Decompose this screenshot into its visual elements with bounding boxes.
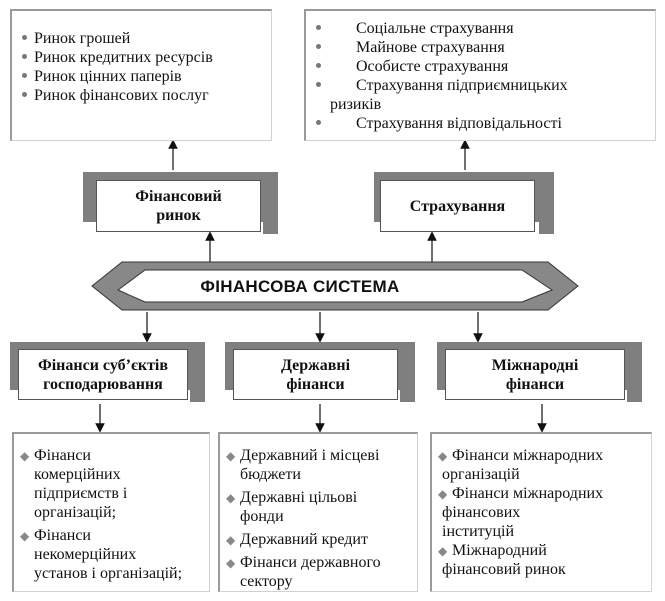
list-item-continuation: некомерційних: [34, 546, 137, 563]
list-item: Соціальне страхування: [316, 19, 647, 38]
list-item: ◆Фінанси міжнародних: [438, 447, 604, 464]
list-item: ◆Державні цільові: [226, 489, 358, 506]
list-item-continuation: підприємств і: [34, 485, 128, 502]
list-item: Майнове страхування: [316, 38, 647, 57]
list-item-continuation: фінансовий ринок: [442, 561, 566, 578]
bullet-icon: [22, 54, 27, 59]
list-item: Ринок цінних паперів: [22, 67, 263, 86]
state-finance-heading: Державні фінанси: [225, 342, 415, 402]
list-item: Страхування підприємницьких: [316, 76, 647, 95]
diamond-bullet-icon: ◆: [438, 487, 448, 501]
bullet-icon: [316, 120, 321, 125]
diamond-bullet-icon: ◆: [20, 449, 30, 463]
list-item: ◆Фінанси міжнародних: [438, 485, 604, 502]
list-item-continuation: фінансових: [442, 504, 521, 521]
diamond-bullet-icon: ◆: [20, 529, 30, 543]
list-item-continuation: ризиків: [330, 96, 382, 113]
entity-finance-heading: Фінанси суб’єктів господарювання: [10, 342, 205, 402]
list-item-continuation: комерційних: [34, 466, 121, 483]
list-item-continuation: сектору: [240, 573, 293, 590]
list-item: Ринок грошей: [22, 29, 263, 48]
bullet-icon: [316, 44, 321, 49]
bullet-icon: [22, 73, 27, 78]
list-item-continuation: організацій;: [34, 504, 117, 521]
list-item: ◆Державний і місцеві: [226, 447, 380, 464]
diamond-bullet-icon: ◆: [438, 449, 448, 463]
list-item-continuation: організацій: [442, 466, 520, 483]
bullet-icon: [316, 25, 321, 30]
list-item: ◆Міжнародний: [438, 542, 547, 559]
list-item: ◆Фінанси державного: [226, 554, 381, 571]
list-item: ◆Фінанси: [20, 527, 91, 544]
bullet-icon: [316, 63, 321, 68]
state-finance-list: ◆Державний і місцеві бюджети ◆Державні ц…: [218, 432, 418, 592]
list-item: ◆Державний кредит: [226, 531, 368, 548]
diamond-bullet-icon: ◆: [226, 533, 236, 547]
bullet-icon: [22, 35, 27, 40]
financial-system-banner: [91, 261, 579, 311]
entity-finance-list: ◆Фінанси комерційних підприємств і орган…: [12, 432, 210, 592]
financial-market-list: Ринок грошей Ринок кредитних ресурсів Ри…: [10, 9, 272, 141]
insurance-heading: Страхування: [374, 172, 554, 234]
insurance-list: Соціальне страхування Майнове страхуванн…: [304, 9, 656, 141]
list-item-continuation: фонди: [240, 508, 284, 525]
bullet-icon: [22, 92, 27, 97]
list-item-continuation: установ і організацій;: [34, 565, 183, 582]
list-item-continuation: інституцій: [442, 523, 515, 540]
list-item: Особисте страхування: [316, 57, 647, 76]
diamond-bullet-icon: ◆: [226, 491, 236, 505]
list-item: Страхування відповідальності: [316, 114, 647, 133]
diamond-bullet-icon: ◆: [226, 556, 236, 570]
financial-market-heading: Фінансовий ринок: [83, 172, 278, 234]
list-item: Ринок фінансових послуг: [22, 86, 263, 105]
international-finance-heading: Міжнародні фінанси: [437, 342, 642, 402]
financial-system-title: ФІНАНСОВА СИСТЕМА: [200, 277, 400, 296]
international-finance-list: ◆Фінанси міжнародних організацій ◆Фінанс…: [430, 432, 652, 592]
list-item: Ринок кредитних ресурсів: [22, 48, 263, 67]
bullet-icon: [316, 82, 321, 87]
diamond-bullet-icon: ◆: [226, 449, 236, 463]
list-item: ◆Фінанси: [20, 447, 91, 464]
list-item-continuation: бюджети: [240, 466, 301, 483]
diamond-bullet-icon: ◆: [438, 544, 448, 558]
